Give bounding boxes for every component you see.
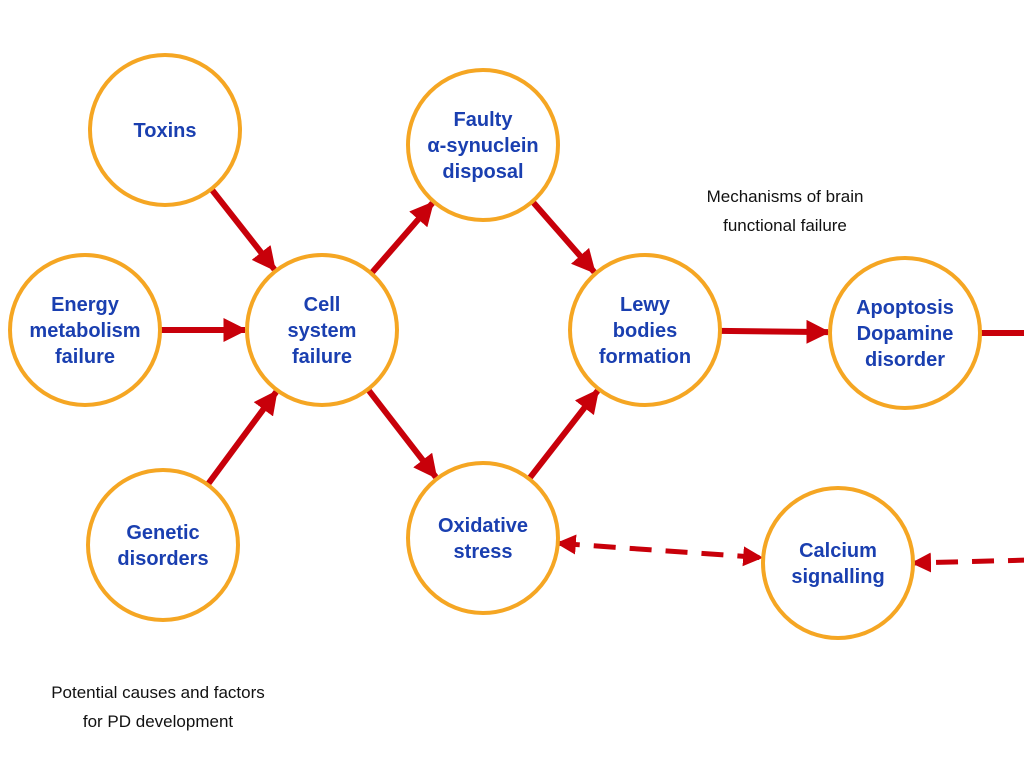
node-label: disorder (865, 349, 945, 371)
arrow-cell-to-faulty (368, 201, 435, 276)
node-label: Calcium (799, 540, 877, 562)
node-label: system (288, 320, 357, 342)
arrow-cell-to-oxidative (365, 387, 439, 480)
node-label: Apoptosis (856, 297, 954, 319)
node-label: bodies (613, 320, 677, 342)
node-label: signalling (791, 566, 884, 588)
node-label: α-synuclein (427, 135, 538, 157)
node-label: Oxidative (438, 515, 528, 537)
caption-mechanisms-line-1: Mechanisms of brain (707, 187, 864, 206)
caption-mechanisms: Mechanisms of brain functional failure (707, 187, 864, 235)
arrow-faulty-to-lewy (530, 199, 597, 275)
arrow-genetic-to-cell (205, 389, 279, 487)
arrow-oxidative-to-calcium (555, 534, 764, 567)
node-label: stress (454, 541, 513, 563)
node-energy: Energy metabolism failure (8, 253, 162, 407)
node-label: Faulty (454, 109, 514, 131)
node-circle (86, 468, 240, 622)
node-oxidative: Oxidative stress (406, 461, 560, 615)
node-label: Toxins (134, 120, 197, 142)
caption-causes-line-1: Potential causes and factors (51, 683, 265, 702)
node-faulty: Faulty α-synuclein disposal (406, 68, 560, 222)
node-genetic: Genetic disorders (86, 468, 240, 622)
node-circle (245, 253, 399, 407)
node-label: formation (599, 346, 691, 368)
node-label: Genetic (126, 522, 199, 544)
node-calcium: Calcium signalling (761, 486, 915, 640)
node-label: metabolism (29, 320, 140, 342)
node-circle (406, 461, 560, 615)
node-circle (761, 486, 915, 640)
node-lewy: Lewy bodies formation (568, 253, 722, 407)
node-label: disorders (117, 548, 208, 570)
node-label: failure (55, 346, 115, 368)
caption-causes-line-2: for PD development (83, 712, 234, 731)
node-circle (406, 68, 560, 222)
node-label: disposal (442, 161, 523, 183)
node-toxins: Toxins (88, 53, 242, 207)
caption-causes: Potential causes and factors for PD deve… (51, 683, 265, 731)
node-label: Lewy (620, 294, 671, 316)
arrow-lewy-to-apoptosis (719, 319, 831, 344)
node-circle (828, 256, 982, 410)
node-circle (568, 253, 722, 407)
node-label: Energy (51, 294, 120, 316)
node-circle (88, 53, 242, 207)
arrow-oxidative-to-lewy (526, 388, 601, 481)
node-label: Dopamine (857, 323, 954, 345)
arrow-offscreen-right-to-calcium (911, 552, 1024, 573)
node-cell: Cell system failure (245, 253, 399, 407)
node-label: Cell (304, 294, 341, 316)
caption-mechanisms-line-2: functional failure (723, 216, 847, 235)
node-label: failure (292, 346, 352, 368)
arrow-toxins-to-cell (208, 187, 277, 272)
node-circle (8, 253, 162, 407)
edges-layer (160, 187, 1024, 573)
